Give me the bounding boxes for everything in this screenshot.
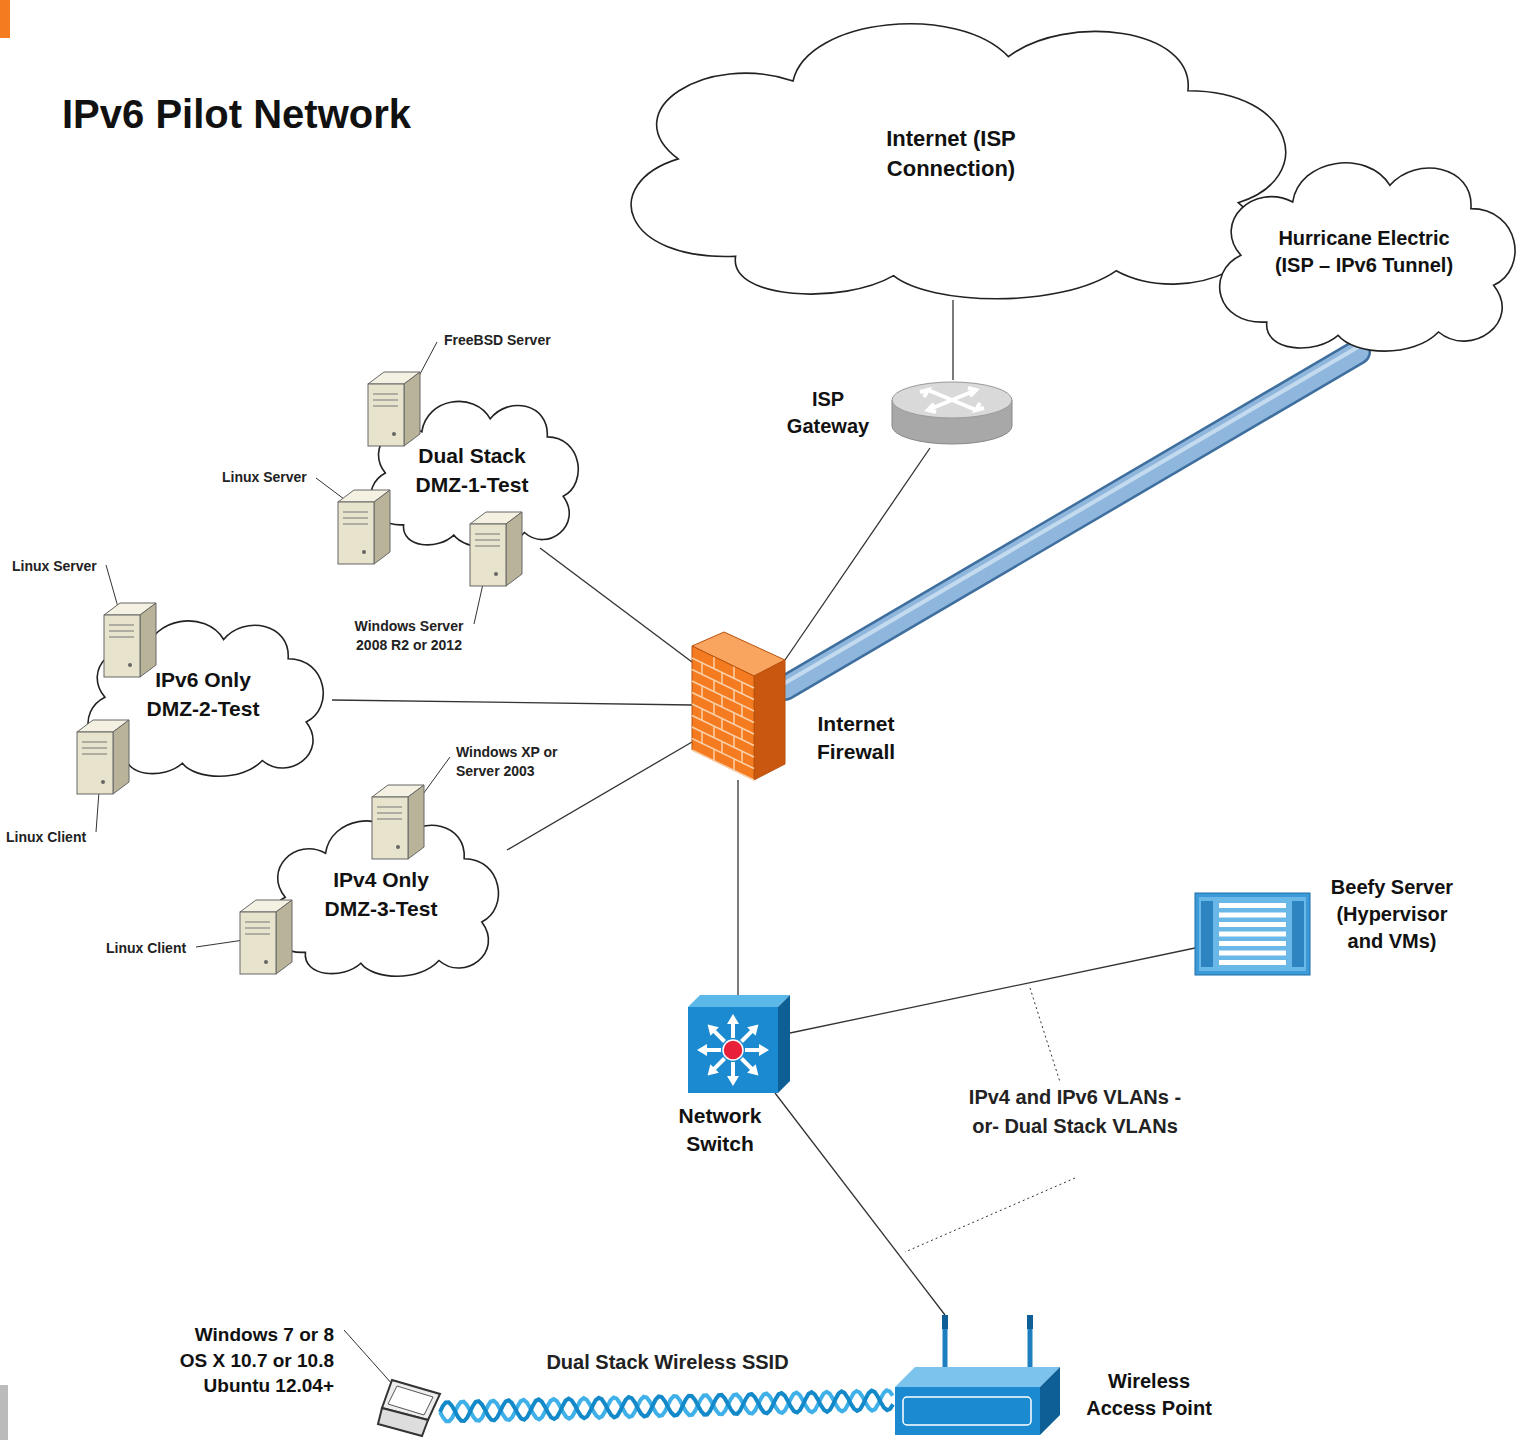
tunnel-pipe: [785, 352, 1358, 688]
device-label: Windows 7 or 8 OS X 10.7 or 10.8 Ubuntu …: [172, 1322, 334, 1399]
wireless-wave: [440, 1391, 893, 1421]
cloud-outline: [592, 8, 1310, 300]
leader-line: [196, 940, 244, 947]
device-label: Beefy Server (Hypervisor and VMs): [1328, 874, 1456, 955]
tunnel-pipe: [785, 352, 1358, 688]
cloud-outline: [1202, 152, 1526, 352]
server-label: Windows XP or Server 2003: [456, 743, 574, 781]
vlan-note: IPv4 and IPv6 VLANs -or- Dual Stack VLAN…: [962, 1083, 1188, 1141]
connector: [953, 300, 954, 380]
server-label: Linux Server: [222, 468, 322, 487]
network-cloud: IPv4 Only DMZ-3-Test: [255, 812, 507, 977]
network-cloud: IPv6 Only DMZ-2-Test: [74, 612, 332, 777]
device-icon: Beefy Server (Hypervisor and VMs): [1195, 893, 1310, 975]
tunnel-highlight: [785, 347, 1358, 683]
dotted-leader: [905, 1178, 1075, 1252]
connector: [790, 948, 1195, 1033]
server-label: Linux Client: [6, 828, 106, 847]
wireless-link: [440, 1390, 893, 1421]
connector: [775, 1093, 945, 1315]
connector: [738, 780, 739, 995]
corner-mark: [0, 0, 10, 38]
connector-line: [540, 548, 692, 662]
edge-label: Dual Stack Wireless SSID: [546, 1351, 788, 1374]
server-label: Windows Server 2008 R2 or 2012: [342, 617, 476, 655]
network-cloud: Hurricane Electric (ISP – IPv6 Tunnel): [1202, 152, 1526, 352]
cloud-label: Dual Stack DMZ-1-Test: [397, 442, 547, 499]
device-icon: ISP Gateway: [890, 380, 1015, 448]
server-label: Linux Server: [12, 557, 112, 576]
connector-line: [952, 300, 953, 380]
device-icon: Wireless Access Point: [895, 1315, 1060, 1435]
connector-line: [332, 700, 692, 705]
cloud-label: Hurricane Electric (ISP – IPv6 Tunnel): [1257, 225, 1472, 279]
page-title: IPv6 Pilot Network: [62, 92, 411, 137]
device-label: ISP Gateway: [778, 386, 878, 440]
server-icons: [74, 612, 332, 777]
server-icons: [358, 393, 586, 548]
rack-symbol: [1195, 893, 1310, 975]
connector-line: [775, 1093, 945, 1315]
wap-symbol: [895, 1315, 1060, 1435]
connector: [540, 548, 692, 662]
connector-line: [737, 780, 738, 995]
server-label: FreeBSD Server: [444, 331, 564, 350]
device-label: Network Switch: [668, 1102, 772, 1159]
connector-line: [790, 948, 1195, 1033]
device-icon: Windows 7 or 8 OS X 10.7 or 10.8 Ubuntu …: [378, 1380, 440, 1436]
wireless-wave: [440, 1390, 893, 1421]
connector: [332, 700, 692, 705]
firewall-symbol: [692, 632, 785, 780]
cloud-label: IPv6 Only DMZ-2-Test: [128, 666, 278, 723]
ipv6-tunnel: [785, 347, 1358, 688]
router-symbol: [890, 380, 1015, 448]
server-icons: [255, 812, 507, 977]
sw-symbol: [688, 995, 790, 1093]
cloud-label: IPv4 Only DMZ-3-Test: [306, 866, 456, 923]
network-cloud: Dual Stack DMZ-1-Test: [358, 393, 586, 548]
corner-mark: [0, 1385, 8, 1440]
device-icon: Internet Firewall: [692, 632, 785, 780]
server-label: Linux Client: [106, 939, 196, 958]
dotted-leader: [1030, 988, 1060, 1082]
leader-line: [344, 1330, 393, 1385]
device-icon: Network Switch: [688, 995, 790, 1093]
network-cloud: Internet (ISP Connection): [592, 8, 1310, 300]
cloud-label: Internet (ISP Connection): [821, 124, 1081, 183]
device-label: Internet Firewall: [806, 710, 906, 767]
laptop-symbol: [378, 1380, 440, 1436]
device-label: Wireless Access Point: [1078, 1368, 1220, 1422]
